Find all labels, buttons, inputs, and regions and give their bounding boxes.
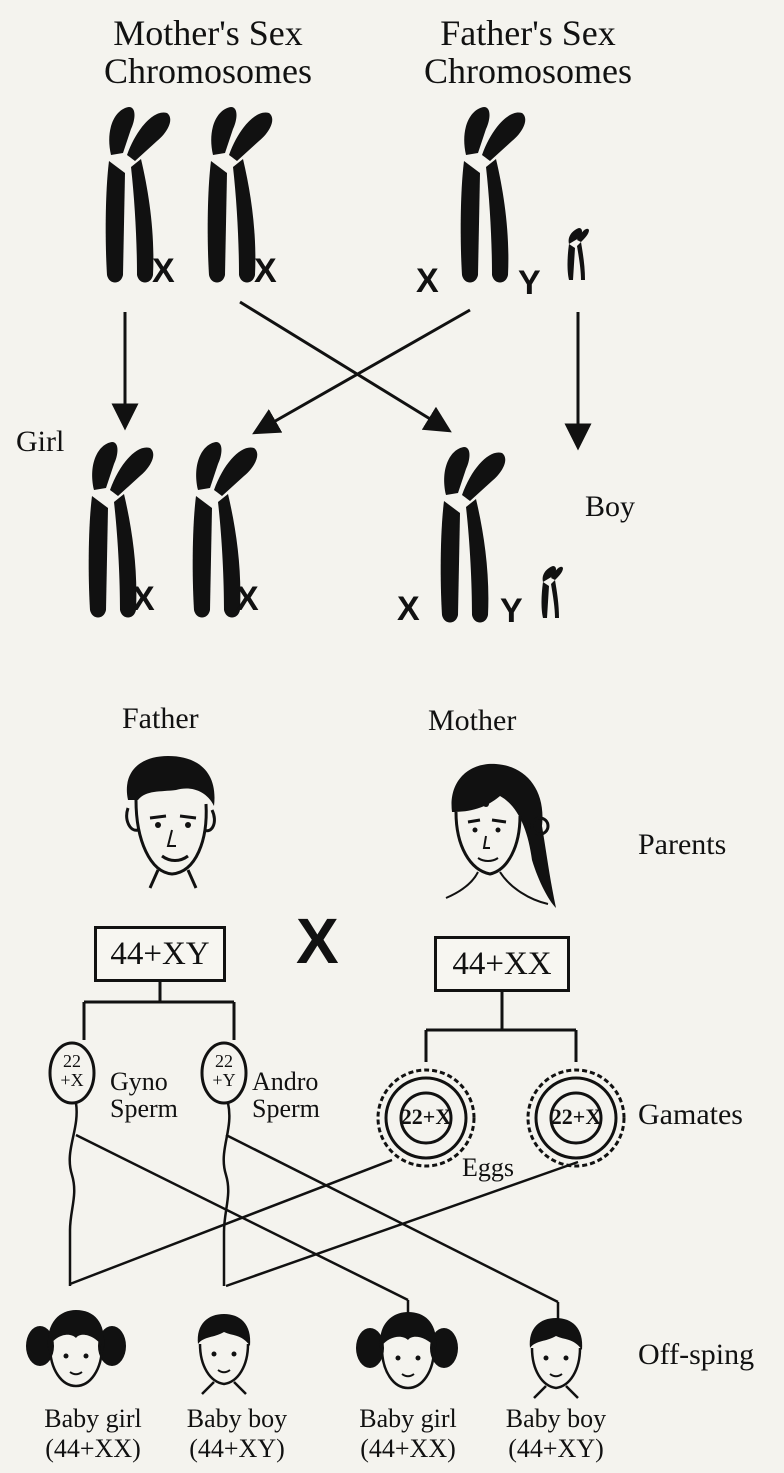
egg-cell-1 — [376, 1068, 476, 1168]
arrow-father-to-girl — [252, 308, 471, 435]
father-karyotype-box: 44+XY — [94, 926, 226, 982]
sperm1-line1: 22 — [63, 1051, 81, 1071]
baby-girl-icon-2 — [356, 1312, 458, 1390]
father-header-line2: Chromosomes — [423, 51, 632, 91]
gyno-line2: Sperm — [110, 1094, 178, 1123]
andro-line2: Sperm — [252, 1094, 320, 1123]
offspring-1-karyotype: (44+XX) — [45, 1434, 141, 1463]
boy-x-label: X — [397, 590, 420, 628]
girl-x-label-1: X — [132, 580, 155, 618]
egg-karyotype-2: 22+X — [550, 1104, 602, 1129]
father-face-icon — [125, 756, 216, 889]
sperm2-line2: +Y — [212, 1070, 236, 1090]
andro-sperm-label: Andro Sperm — [252, 1068, 320, 1122]
girl-label: Girl — [16, 425, 65, 458]
eggs-label: Eggs — [462, 1153, 514, 1182]
mother-header-line1: Mother's Sex — [113, 13, 303, 53]
mother-x-label-2: X — [254, 252, 277, 290]
egg-cell-2 — [526, 1068, 626, 1168]
offspring-2-name: Baby boy — [186, 1404, 288, 1433]
offspring-label: Off-sping — [638, 1338, 755, 1371]
offspring-4-karyotype: (44+XY) — [508, 1434, 604, 1463]
boy-y-label: Y — [500, 592, 523, 630]
baby-boy-icon-2 — [529, 1318, 583, 1399]
gyno-sperm-label: Gyno Sperm — [110, 1068, 178, 1122]
offspring-4-caption: Baby boy (44+XY) — [488, 1404, 624, 1464]
offspring-2-karyotype: (44+XY) — [189, 1434, 285, 1463]
father-chromosomes-header: Father's Sex Chromosomes — [388, 14, 668, 90]
boy-x-chromosome — [440, 447, 506, 623]
gamates-label: Gamates — [638, 1098, 743, 1131]
offspring-2-caption: Baby boy (44+XY) — [172, 1404, 302, 1464]
mother-face-icon — [445, 763, 556, 908]
father-y-label: Y — [518, 264, 541, 302]
gyno-sperm-karyotype: 22 +X — [56, 1052, 88, 1090]
offspring-1-name: Baby girl — [44, 1404, 142, 1433]
father-y-chromosome — [567, 228, 589, 280]
father-x-label: X — [416, 262, 439, 300]
offspring-3-karyotype: (44+XX) — [360, 1434, 456, 1463]
sperm1-line2: +X — [60, 1070, 84, 1090]
father-label: Father — [122, 702, 199, 735]
gyno-sperm-cell — [48, 1041, 96, 1231]
offspring-3-name: Baby girl — [359, 1404, 457, 1433]
cross-lines — [68, 1133, 579, 1330]
baby-boy-icon-1 — [197, 1314, 251, 1395]
mother-chromosomes-header: Mother's Sex Chromosomes — [68, 14, 348, 90]
father-header-line1: Father's Sex — [440, 13, 616, 53]
gyno-line1: Gyno — [110, 1067, 168, 1096]
cross-symbol: X — [296, 905, 339, 977]
andro-sperm-karyotype: 22 +Y — [208, 1052, 240, 1090]
andro-sperm-cell — [200, 1041, 248, 1233]
andro-line1: Andro — [252, 1067, 319, 1096]
boy-y-chromosome — [541, 566, 563, 618]
mother-karyotype-box: 44+XX — [434, 936, 570, 992]
offspring-4-name: Baby boy — [505, 1404, 607, 1433]
offspring-3-caption: Baby girl (44+XX) — [340, 1404, 476, 1464]
parents-label: Parents — [638, 828, 727, 861]
girl-x-label-2: X — [236, 580, 259, 618]
egg-karyotype-1: 22+X — [400, 1104, 452, 1129]
father-x-chromosome — [460, 107, 526, 283]
mother-header-line2: Chromosomes — [103, 51, 312, 91]
sperm2-line1: 22 — [215, 1051, 233, 1071]
baby-girl-icon-1 — [26, 1310, 126, 1388]
mother-label: Mother — [428, 704, 517, 737]
arrow-mother-to-boy — [239, 300, 452, 433]
offspring-1-caption: Baby girl (44+XX) — [28, 1404, 158, 1464]
mother-x-label-1: X — [152, 252, 175, 290]
boy-label: Boy — [585, 490, 636, 523]
